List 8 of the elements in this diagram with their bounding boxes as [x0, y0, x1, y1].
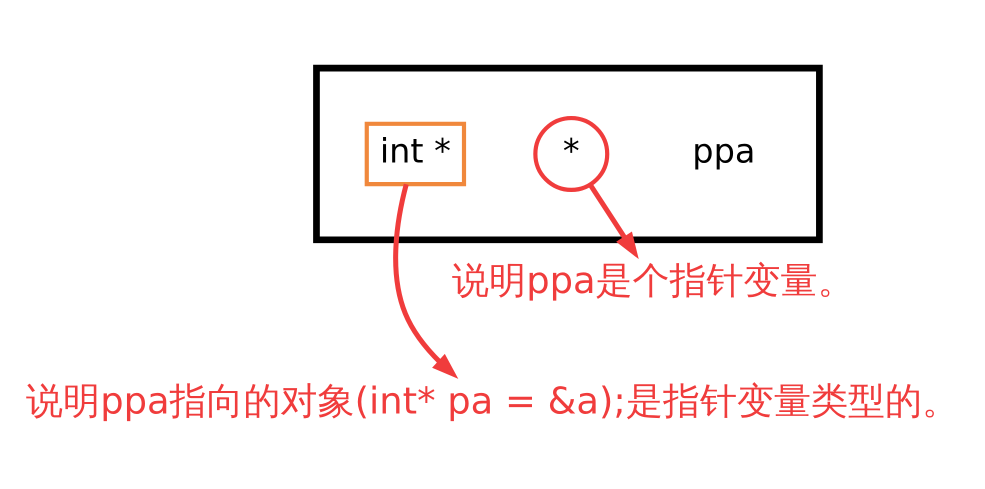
node-text: 说明ppa是个指针变量。 — [452, 258, 855, 302]
arrow — [393, 184, 458, 379]
arrow — [588, 182, 639, 260]
node-box: int * — [364, 122, 466, 186]
cluster — [313, 64, 823, 244]
node-text: 说明ppa指向的对象(int* pa = &a);是指针变量类型的。 — [26, 380, 959, 423]
node-circle: * — [533, 116, 610, 192]
node-text: ppa — [692, 131, 756, 170]
